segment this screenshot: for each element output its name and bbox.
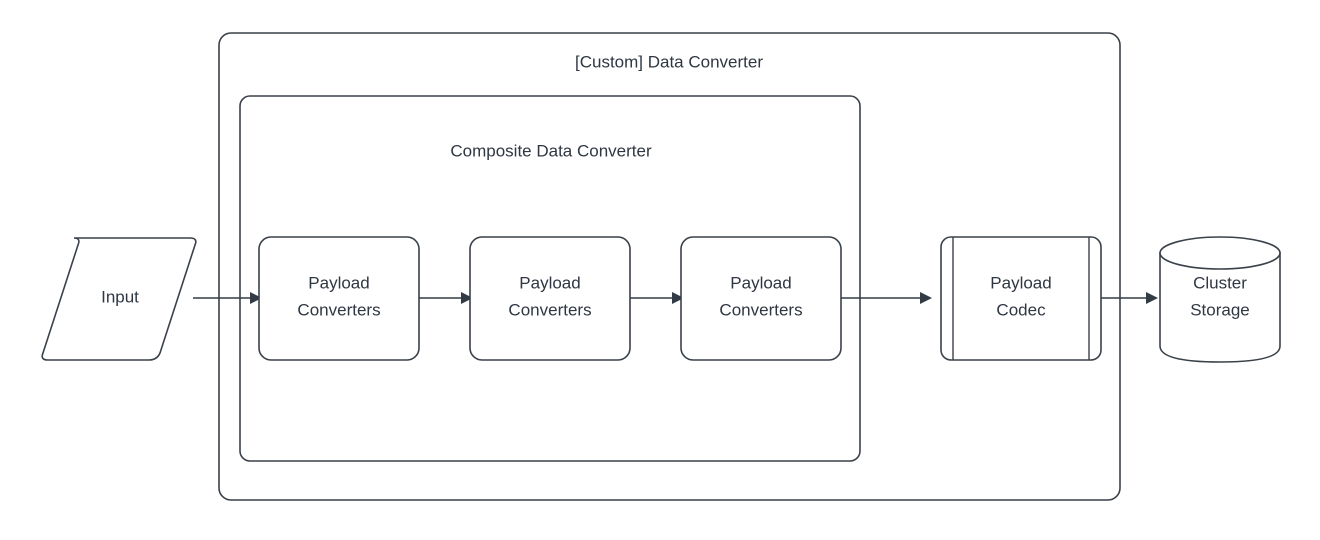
node-cluster-storage[interactable]: Cluster Storage — [1159, 236, 1281, 363]
node-payload-converters-2-shape[interactable] — [469, 236, 631, 361]
container-composite-data-converter-label: Composite Data Converter — [450, 141, 652, 160]
node-payload-converters-1[interactable]: Payload Converters — [258, 236, 420, 361]
edge-payload-converters-2-to-3 — [630, 292, 684, 304]
node-input-label: Input — [101, 287, 139, 306]
node-cluster-storage-top-ellipse — [1159, 236, 1281, 270]
node-payload-codec-label-line2: Codec — [996, 300, 1046, 319]
edge-payload-codec-to-cluster-storage-arrowhead — [1146, 292, 1158, 304]
edge-payload-converters-1-to-2 — [419, 292, 473, 304]
node-input-shape[interactable] — [41, 237, 197, 361]
node-cluster-storage-body[interactable] — [1159, 252, 1281, 363]
container-custom-data-converter-label: [Custom] Data Converter — [575, 52, 763, 71]
node-input[interactable]: Input — [41, 237, 197, 361]
node-payload-converters-2-label-line1: Payload — [519, 273, 580, 292]
node-payload-converters-3[interactable]: Payload Converters — [680, 236, 842, 361]
node-payload-converters-2-label-line2: Converters — [508, 300, 591, 319]
node-payload-converters-1-label-line2: Converters — [297, 300, 380, 319]
node-payload-converters-3-shape[interactable] — [680, 236, 842, 361]
node-payload-converters-3-label-line2: Converters — [719, 300, 802, 319]
edge-input-to-payload-converters-1 — [193, 292, 262, 304]
edge-payload-codec-to-cluster-storage — [1101, 292, 1158, 304]
node-payload-codec-shape[interactable] — [940, 236, 1102, 361]
edge-payload-converters-3-to-payload-codec-arrowhead — [920, 292, 932, 304]
edge-payload-converters-1-to-2-arrowhead — [461, 292, 473, 304]
node-payload-converters-3-label-line1: Payload — [730, 273, 791, 292]
node-payload-converters-1-label-line1: Payload — [308, 273, 369, 292]
node-cluster-storage-label-line2: Storage — [1190, 300, 1250, 319]
node-payload-converters-1-shape[interactable] — [258, 236, 420, 361]
edge-input-to-payload-converters-1-arrowhead — [250, 292, 262, 304]
edge-payload-converters-2-to-3-arrowhead — [672, 292, 684, 304]
node-cluster-storage-label-line1: Cluster — [1193, 273, 1247, 292]
node-payload-codec[interactable]: Payload Codec — [940, 236, 1102, 361]
node-payload-codec-label-line1: Payload — [990, 273, 1051, 292]
edge-payload-converters-3-to-payload-codec — [841, 292, 932, 304]
node-payload-converters-2[interactable]: Payload Converters — [469, 236, 631, 361]
